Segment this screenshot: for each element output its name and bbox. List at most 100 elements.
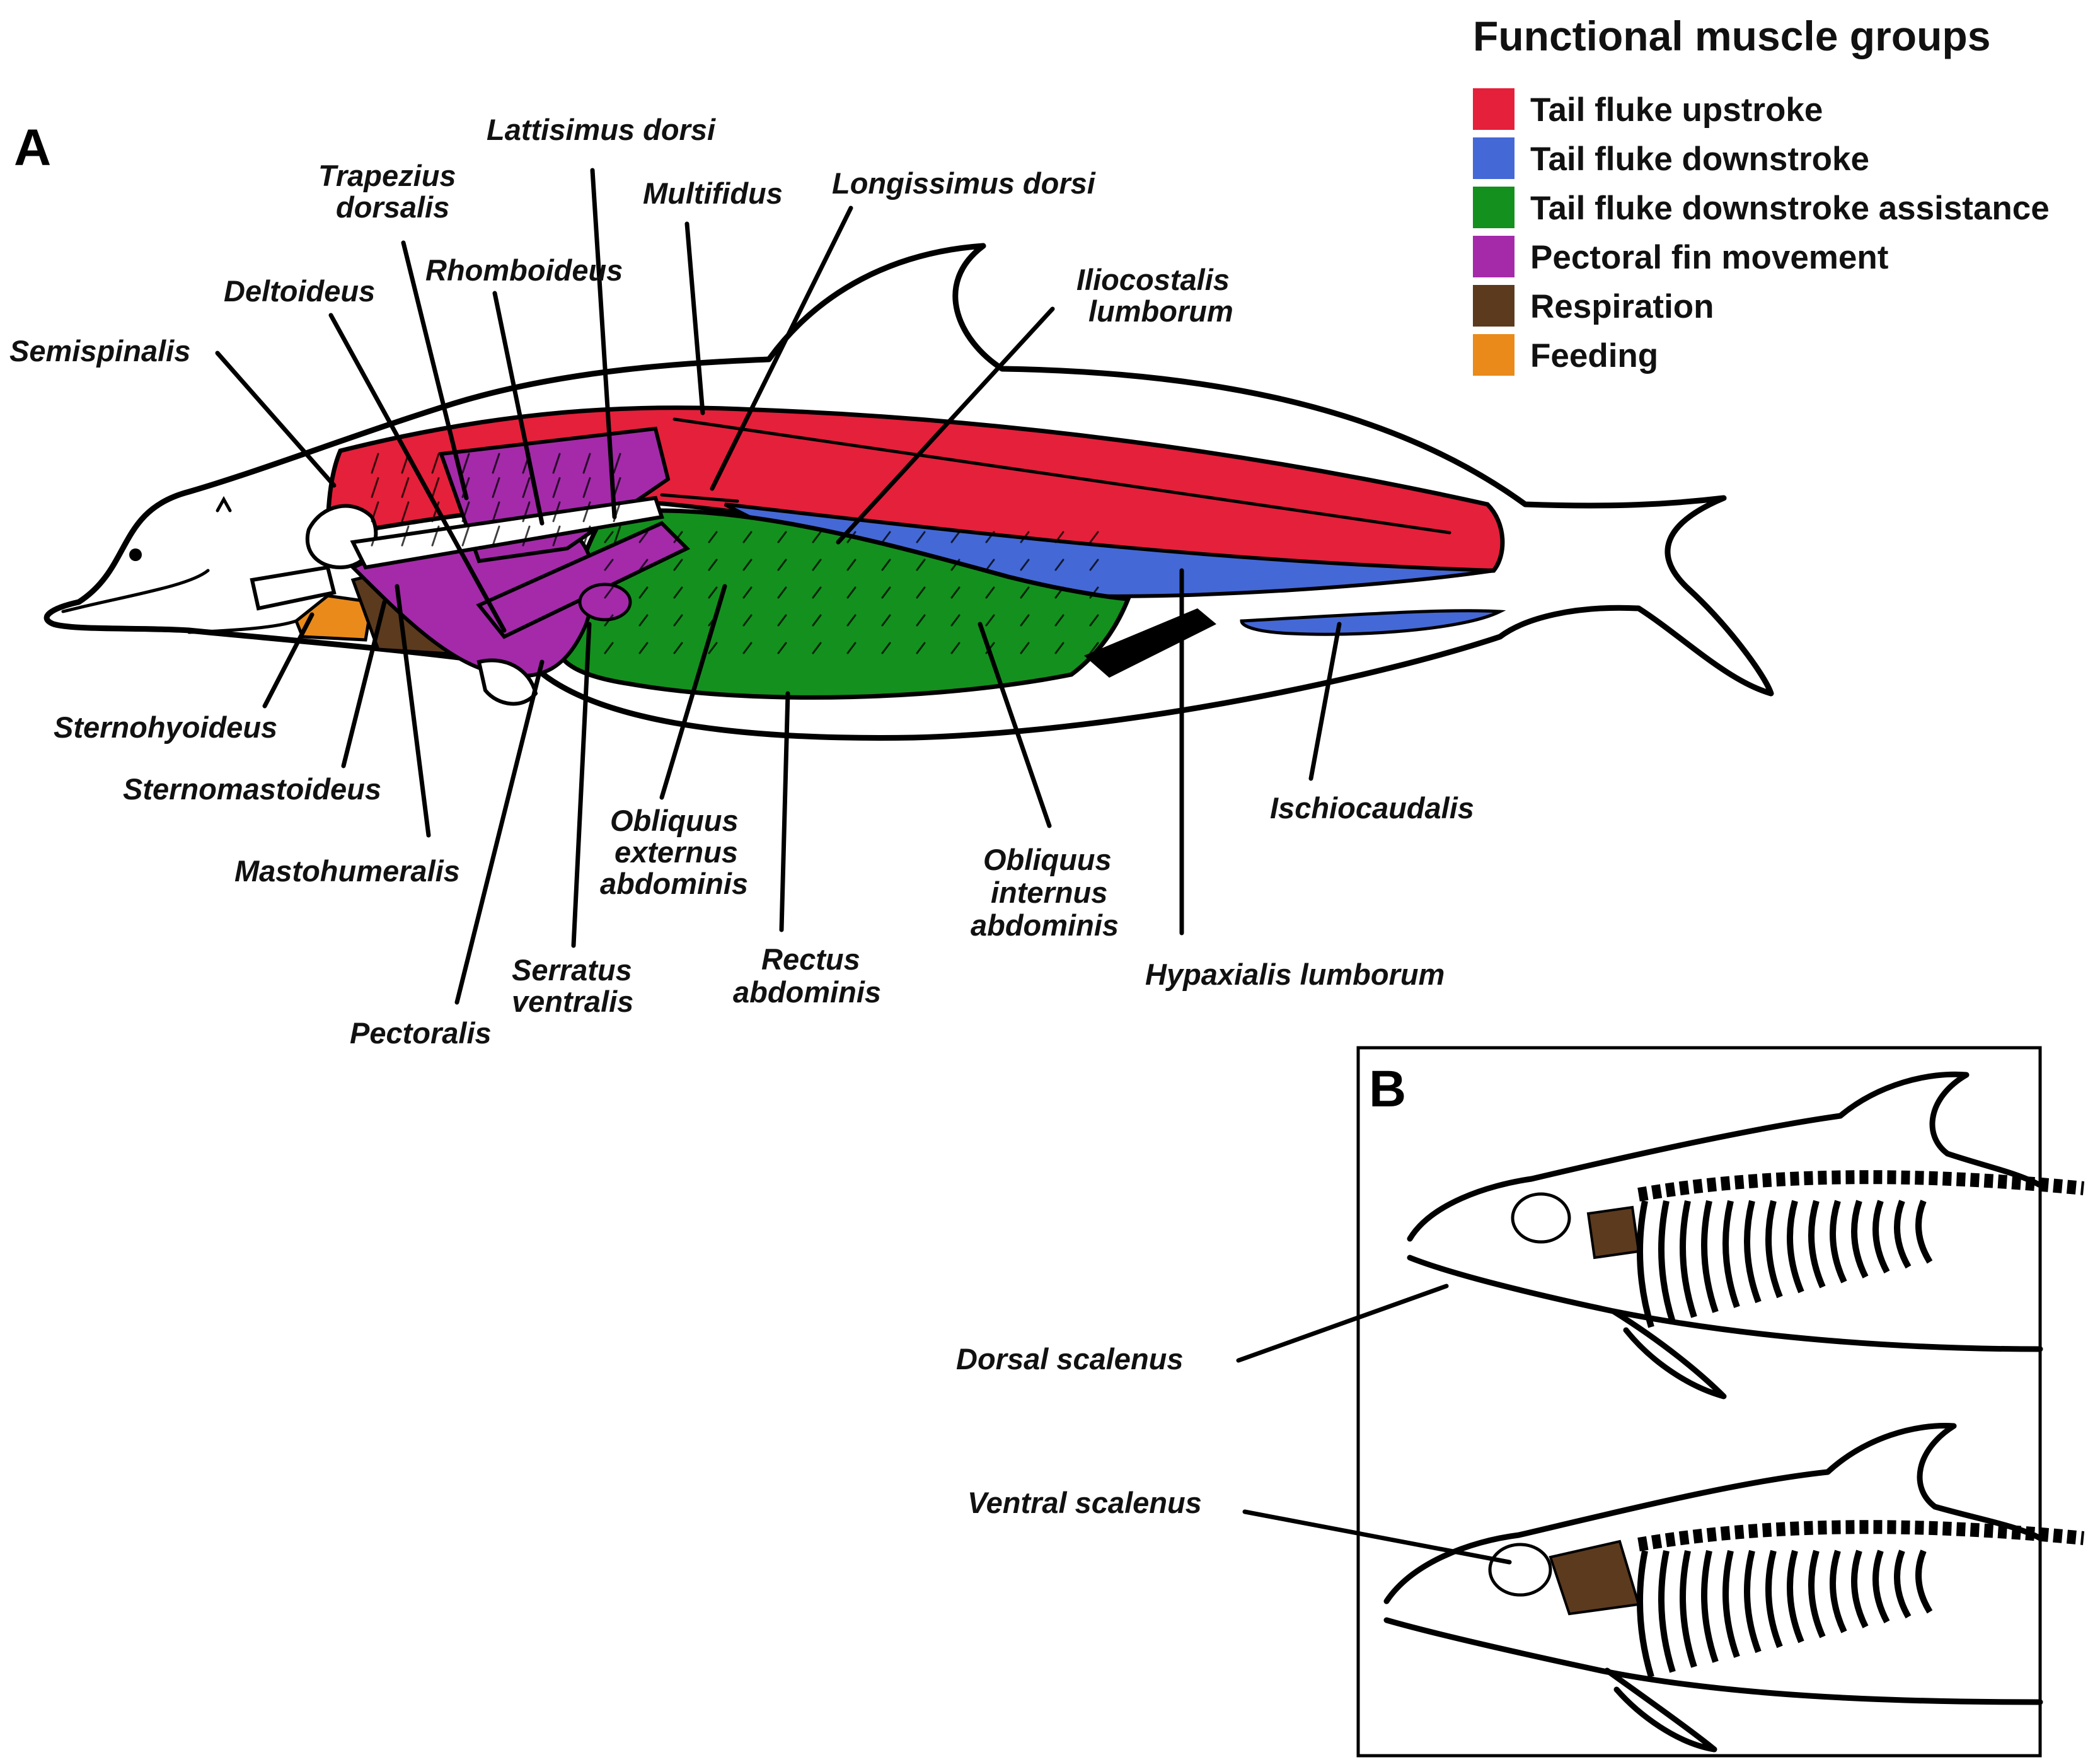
fibre-mark bbox=[1054, 531, 1064, 543]
fibre-mark bbox=[673, 642, 683, 654]
dolphin-body-outline bbox=[43, 243, 1774, 741]
fibre-mark bbox=[604, 642, 614, 654]
fibre-mark bbox=[1089, 531, 1099, 543]
label-ventral-scalenus: Ventral scalenus bbox=[967, 1486, 1202, 1519]
leader-sternohyoideus bbox=[262, 612, 314, 709]
leader-pectoralis bbox=[454, 659, 545, 1005]
rib-bone bbox=[1894, 1200, 1912, 1269]
fibre-mark bbox=[522, 501, 531, 523]
leader-iliocostalis bbox=[836, 306, 1055, 545]
legend-swatch bbox=[1473, 285, 1514, 327]
leader-serratus bbox=[571, 622, 592, 948]
rib-bone bbox=[1680, 1200, 1697, 1318]
label-obliquus-int-line3: abdominis bbox=[971, 908, 1119, 942]
label-obliquus-ext-line2: externus bbox=[614, 835, 738, 869]
legend-label: Tail fluke upstroke bbox=[1530, 91, 1823, 129]
leader-rhomboideus bbox=[492, 291, 545, 526]
fibre-mark bbox=[673, 559, 683, 571]
rib-bone bbox=[1872, 1550, 1890, 1624]
label-ischiocaudalis: Ischiocaudalis bbox=[1270, 791, 1474, 825]
legend-label: Tail fluke downstroke assistance bbox=[1530, 190, 2050, 227]
leader-dorsal-scalenus bbox=[1236, 1284, 1449, 1363]
fibre-mark bbox=[638, 614, 649, 627]
fibre-mark bbox=[552, 477, 561, 498]
rib-bone bbox=[1808, 1550, 1826, 1638]
fibre-mark bbox=[1020, 559, 1030, 571]
fibre-mark bbox=[777, 559, 787, 571]
fibre-mark bbox=[985, 614, 995, 627]
legend-label: Respiration bbox=[1530, 288, 1714, 325]
legend: Functional muscle groups Tail fluke upst… bbox=[1473, 13, 2050, 376]
fibre-mark bbox=[673, 586, 683, 599]
panel-a-label: A bbox=[14, 119, 51, 177]
skeleton-upper-ribs bbox=[1637, 1170, 2085, 1328]
fibre-mark bbox=[552, 525, 561, 547]
label-semispinalis: Semispinalis bbox=[9, 334, 190, 368]
leader-sternomastoideus bbox=[341, 600, 387, 768]
fibre-mark bbox=[1020, 586, 1030, 599]
fibre-mark bbox=[371, 501, 379, 523]
label-mastohumeralis: Mastohumeralis bbox=[234, 854, 460, 888]
fibre-mark bbox=[812, 586, 822, 599]
skeleton-upper-outline bbox=[1407, 1071, 2043, 1242]
panel-a-labels: Lattisimus dorsi Trapezius dorsalis Mult… bbox=[9, 113, 1474, 1050]
fibre-mark bbox=[950, 531, 961, 543]
skeleton-upper-skull bbox=[1511, 1192, 1571, 1244]
label-iliocostalis-line1: Iliocostalis bbox=[1076, 263, 1230, 296]
longissimus-fibre-line bbox=[672, 417, 1451, 535]
fibre-mark bbox=[522, 525, 531, 547]
fibre-mark bbox=[812, 642, 822, 654]
label-hypaxialis-lumborum: Hypaxialis lumborum bbox=[1145, 958, 1445, 991]
fibre-mark bbox=[777, 531, 787, 543]
fibre-mark bbox=[522, 477, 531, 498]
fibre-mark bbox=[846, 559, 857, 571]
label-longissimus-dorsi: Longissimus dorsi bbox=[832, 166, 1096, 200]
legend-swatch bbox=[1473, 334, 1514, 376]
fibre-mark bbox=[461, 525, 470, 547]
rib-bone bbox=[1808, 1200, 1826, 1289]
fibre-mark bbox=[1054, 614, 1064, 627]
fibre-mark bbox=[777, 642, 787, 654]
muscle-fibre-hatching bbox=[371, 453, 1099, 654]
leader-trapezius bbox=[401, 240, 469, 501]
legend-swatch bbox=[1473, 137, 1514, 179]
panel-b-label: B bbox=[1369, 1060, 1406, 1118]
fibre-mark bbox=[846, 642, 857, 654]
fibre-mark bbox=[812, 531, 822, 543]
label-trapezius-line2: dorsalis bbox=[336, 190, 449, 224]
fibre-mark bbox=[431, 477, 440, 498]
scapula-bone bbox=[350, 496, 664, 570]
leader-multifidus bbox=[684, 221, 705, 415]
rib-bone bbox=[1701, 1200, 1719, 1313]
rib-bone bbox=[1765, 1550, 1783, 1649]
fibre-mark bbox=[812, 614, 822, 627]
fibre-mark bbox=[985, 559, 995, 571]
fibre-mark bbox=[777, 586, 787, 599]
label-obliquus-ext-line3: abdominis bbox=[600, 867, 748, 900]
leader-ventral-scalenus bbox=[1242, 1509, 1512, 1565]
label-multifidus: Multifidus bbox=[643, 177, 783, 210]
fibre-mark bbox=[638, 586, 649, 599]
fibre-mark bbox=[985, 586, 995, 599]
fibre-mark bbox=[461, 453, 470, 474]
panel-a-dolphin bbox=[43, 243, 1774, 741]
fibre-mark bbox=[742, 642, 753, 654]
leader-mastohumeralis bbox=[395, 584, 431, 838]
fibre-mark bbox=[1054, 586, 1064, 599]
leader-rectus bbox=[779, 691, 790, 932]
leader-longissimus bbox=[710, 206, 853, 491]
fibre-mark bbox=[552, 453, 561, 474]
rib-bone bbox=[1894, 1550, 1912, 1619]
rib-bone bbox=[1851, 1550, 1869, 1628]
rib-bone bbox=[1637, 1550, 1654, 1678]
longissimus-tendon bbox=[660, 493, 739, 503]
fibre-mark bbox=[950, 559, 961, 571]
fibre-mark bbox=[708, 559, 718, 571]
fibre-mark bbox=[916, 531, 926, 543]
fibre-mark bbox=[492, 525, 500, 547]
jaw-line bbox=[187, 619, 298, 634]
rib-bone bbox=[1872, 1200, 1890, 1274]
fibre-mark bbox=[1089, 614, 1099, 627]
fibre-mark bbox=[846, 531, 857, 543]
